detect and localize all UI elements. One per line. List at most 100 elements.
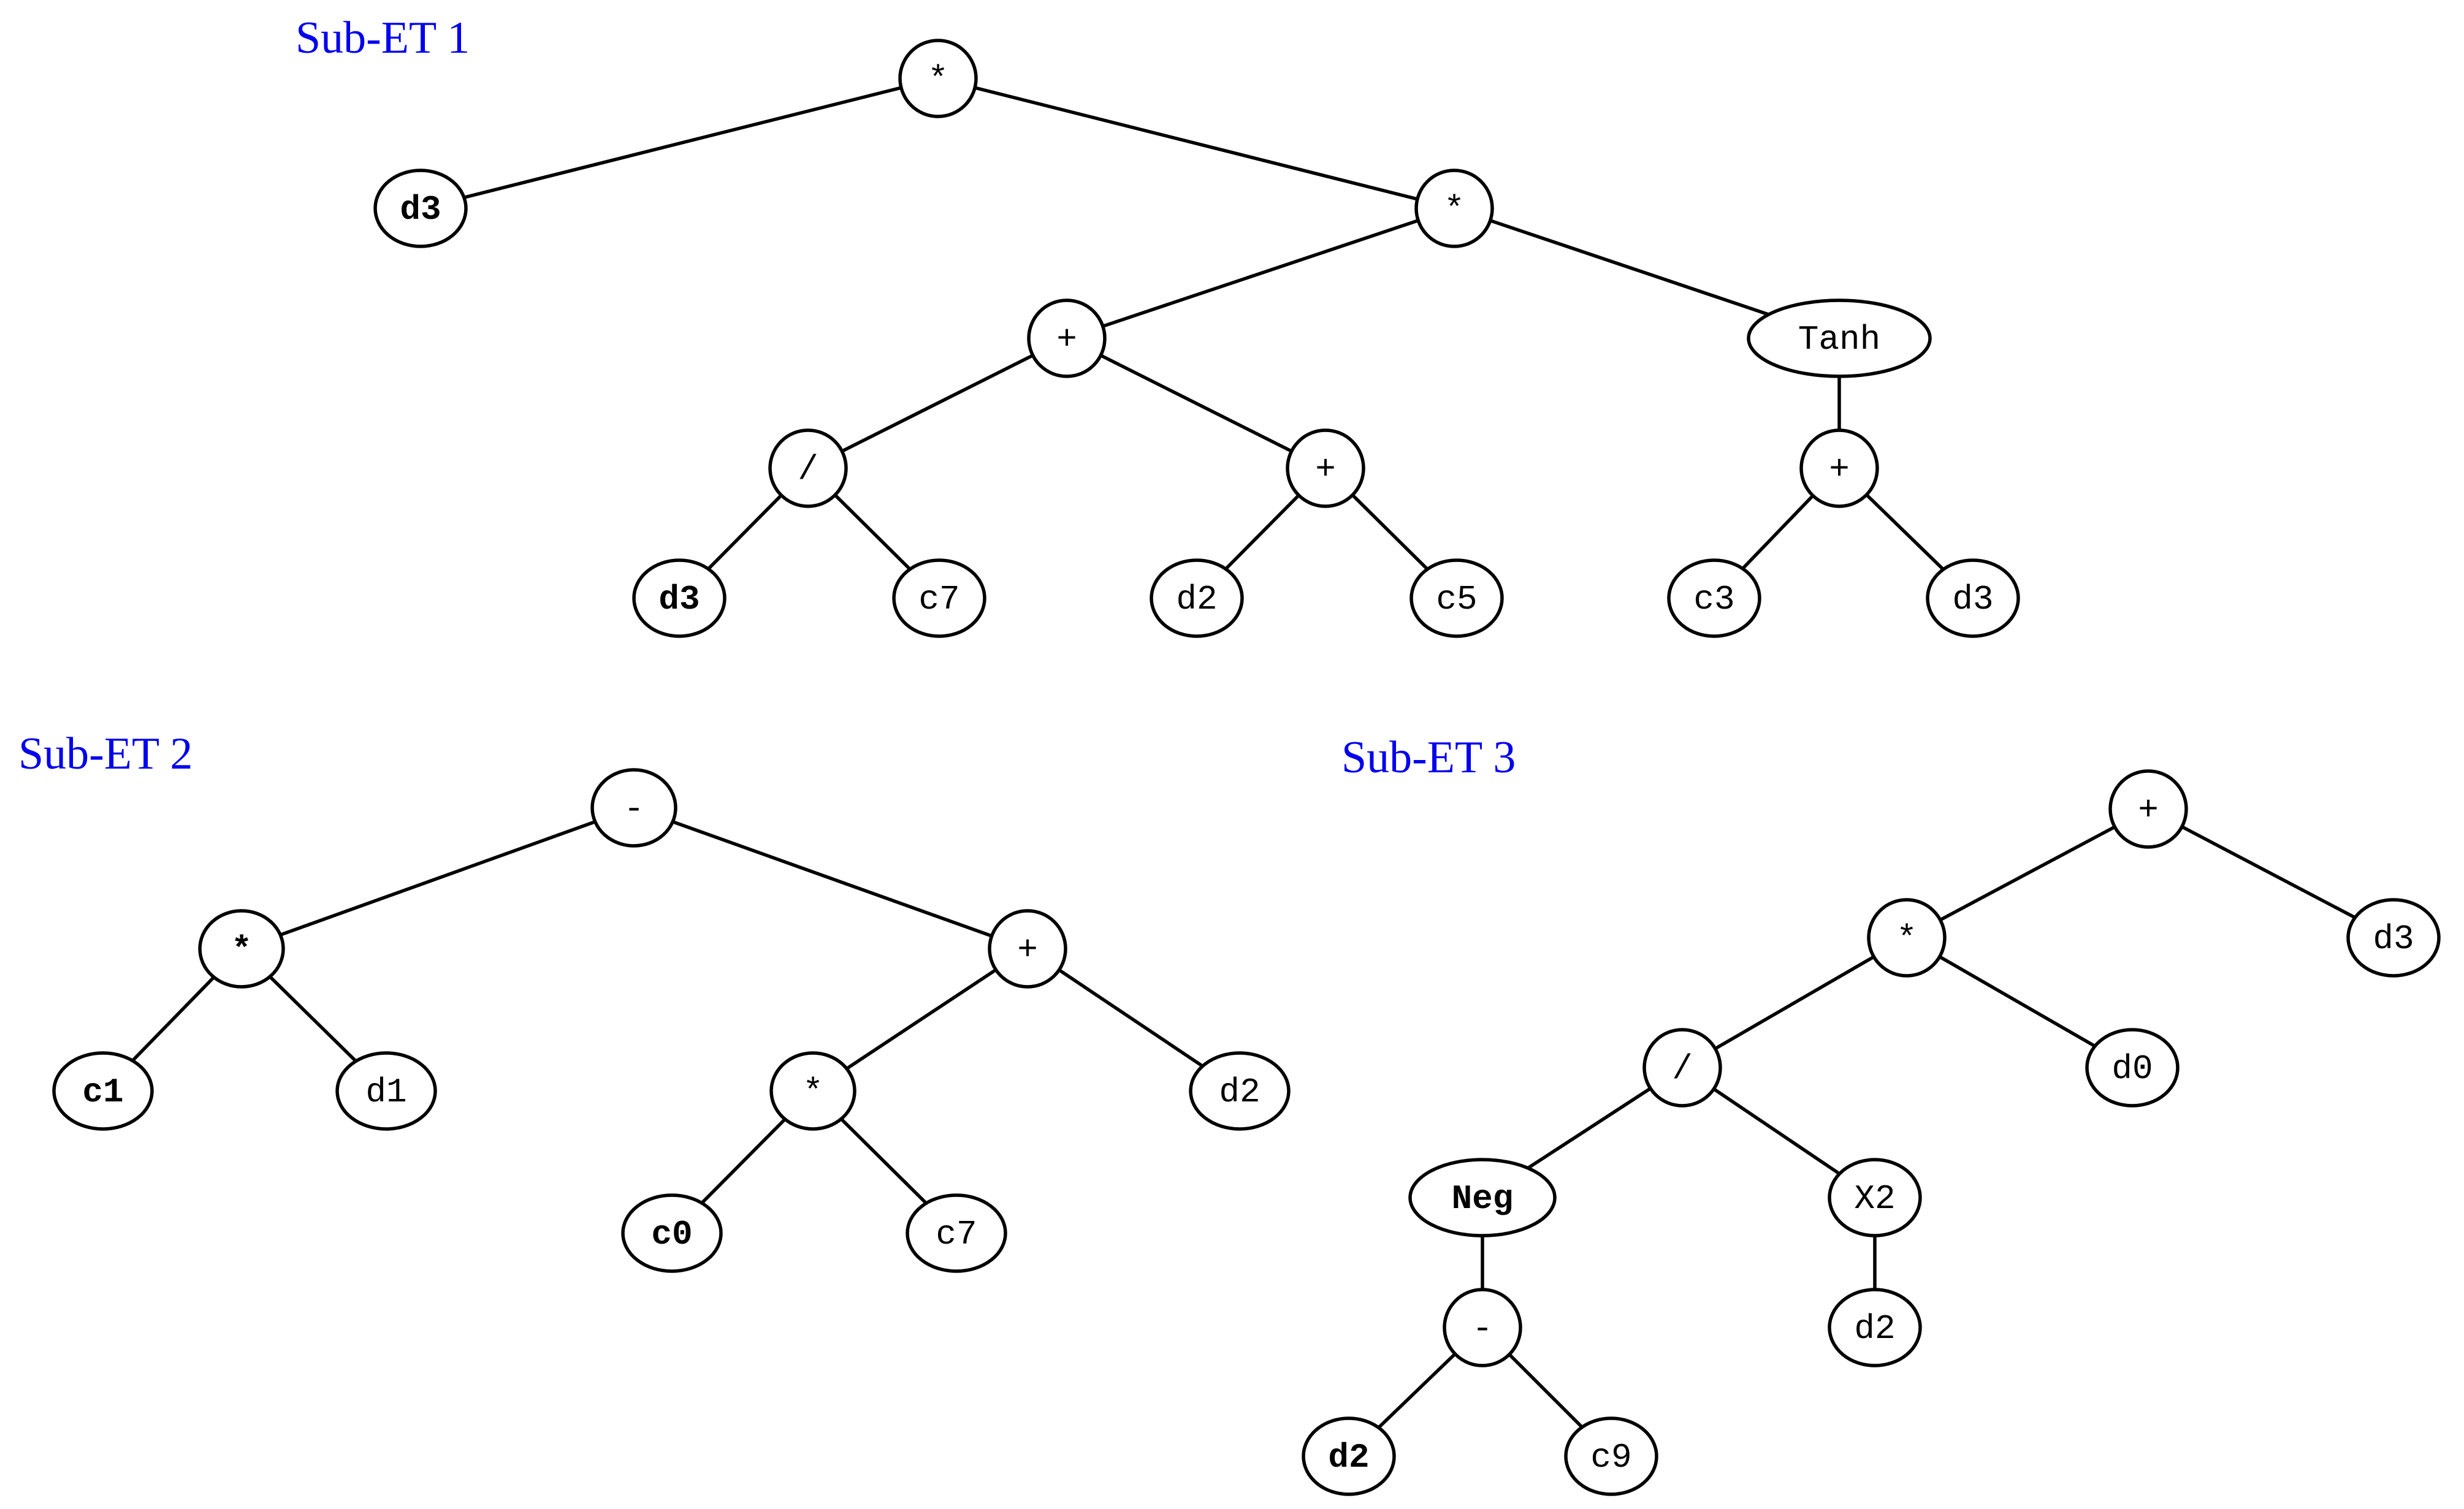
node-label: - <box>1472 1309 1493 1348</box>
tree-1-edge <box>420 77 939 210</box>
tree-1-node: c7 <box>892 558 986 638</box>
node-ellipse <box>621 1193 723 1273</box>
node-label: c9 <box>1590 1438 1631 1477</box>
node-label: d2 <box>1176 580 1217 619</box>
node-label: d2 <box>1219 1073 1260 1112</box>
tree-3-title: Sub-ET 3 <box>1341 732 1516 783</box>
tree-2-node: c1 <box>52 1051 154 1131</box>
node-label: / <box>1672 1049 1693 1089</box>
node-label: - <box>624 789 644 829</box>
node-label: d3 <box>400 190 441 229</box>
node-label: * <box>231 930 252 970</box>
tree-1-node: c3 <box>1667 558 1761 638</box>
tree-3-node: X2 <box>1828 1158 1922 1237</box>
tree-3-edge <box>1681 936 1908 1070</box>
node-ellipse <box>906 1193 1007 1273</box>
edges-layer <box>102 77 2395 1458</box>
node-ellipse <box>1027 298 1107 378</box>
node-ellipse <box>2085 1028 2180 1108</box>
node-label: Neg <box>1452 1179 1514 1218</box>
tree-3-node: d2 <box>1302 1416 1396 1496</box>
tree-1-node: * <box>1414 169 1494 248</box>
tree-3-node: c9 <box>1564 1416 1658 1496</box>
node-label: + <box>1829 450 1850 489</box>
node-label: + <box>1056 320 1077 359</box>
node-ellipse <box>1828 1158 1922 1237</box>
tree-1-node: d2 <box>1150 558 1244 638</box>
node-ellipse <box>1867 898 1947 978</box>
tree-1-node: d3 <box>632 558 727 638</box>
node-label: d3 <box>658 580 700 619</box>
node-ellipse <box>590 768 677 848</box>
tree-3-node: * <box>1867 898 1947 978</box>
node-label: * <box>803 1073 823 1112</box>
tree-1-node: + <box>1799 428 1879 508</box>
node-ellipse <box>2346 898 2441 978</box>
node-ellipse <box>1302 1416 1396 1496</box>
tree-2-node: c0 <box>621 1193 723 1273</box>
tree-3-node: d3 <box>2346 898 2441 978</box>
node-ellipse <box>1189 1051 1291 1131</box>
node-label: + <box>1315 450 1336 489</box>
node-label: c7 <box>936 1215 977 1254</box>
node-label: c7 <box>918 580 959 619</box>
node-ellipse <box>198 909 285 989</box>
tree-1-edge <box>937 77 1455 210</box>
node-label: X2 <box>1854 1179 1895 1218</box>
node-label: Tanh <box>1798 320 1880 359</box>
node-label: * <box>928 60 948 99</box>
node-ellipse <box>1409 558 1504 638</box>
node-label: c0 <box>651 1215 692 1254</box>
tree-3-edge <box>1905 807 2149 940</box>
node-label: c5 <box>1436 580 1477 619</box>
tree-2-node: + <box>988 909 1067 989</box>
node-label: d3 <box>2373 919 2414 959</box>
node-ellipse <box>1414 169 1494 248</box>
tree-2-node: d1 <box>335 1051 437 1131</box>
node-label: d3 <box>1952 580 1993 619</box>
node-ellipse <box>52 1051 154 1131</box>
tree-2-title: Sub-ET 2 <box>18 729 193 779</box>
tree-2-node: * <box>198 909 285 989</box>
tree-1-node: / <box>768 428 848 508</box>
tree-3-node: d2 <box>1828 1288 1922 1367</box>
tree-2-node: - <box>590 768 677 848</box>
node-ellipse <box>1150 558 1244 638</box>
tree-3-node: / <box>1642 1028 1722 1108</box>
node-ellipse <box>1443 1288 1522 1367</box>
tree-1-node: d3 <box>373 169 468 248</box>
tree-3-node: - <box>1443 1288 1522 1367</box>
node-ellipse <box>1408 1158 1557 1237</box>
tree-1-title: Sub-ET 1 <box>296 13 470 63</box>
node-label: + <box>2138 791 2159 830</box>
node-ellipse <box>1926 558 2020 638</box>
node-label: d1 <box>365 1073 406 1112</box>
tree-3-node: Neg <box>1408 1158 1557 1237</box>
node-label: / <box>798 450 818 489</box>
node-ellipse <box>1828 1288 1922 1367</box>
nodes-layer: * d3 * + Tanh / + + d3 c7 d2 c5 c3 d3 - * + c1 d1 * d2 c0 c7 + *… <box>52 39 2441 1496</box>
node-ellipse <box>1799 428 1879 508</box>
tree-3-edge <box>2147 807 2395 940</box>
tree-1-edge <box>807 336 1068 470</box>
tree-3-node: d0 <box>2085 1028 2180 1108</box>
tree-1-edge <box>1066 207 1455 340</box>
node-ellipse <box>988 909 1067 989</box>
node-ellipse <box>1564 1416 1658 1496</box>
node-label: d2 <box>1328 1438 1369 1477</box>
node-label: * <box>1896 919 1917 959</box>
tree-1-edge <box>1066 336 1327 470</box>
node-ellipse <box>898 39 978 118</box>
tree-1-node: c5 <box>1409 558 1504 638</box>
node-label: c3 <box>1693 580 1734 619</box>
tree-1-node: Tanh <box>1747 298 1932 378</box>
node-ellipse <box>373 169 468 248</box>
node-label: d0 <box>2111 1049 2153 1089</box>
node-ellipse <box>1642 1028 1722 1108</box>
node-label: c1 <box>82 1073 123 1112</box>
node-ellipse <box>892 558 986 638</box>
tree-1-node: + <box>1286 428 1365 508</box>
tree-3-node: + <box>2108 769 2188 849</box>
node-ellipse <box>768 428 848 508</box>
